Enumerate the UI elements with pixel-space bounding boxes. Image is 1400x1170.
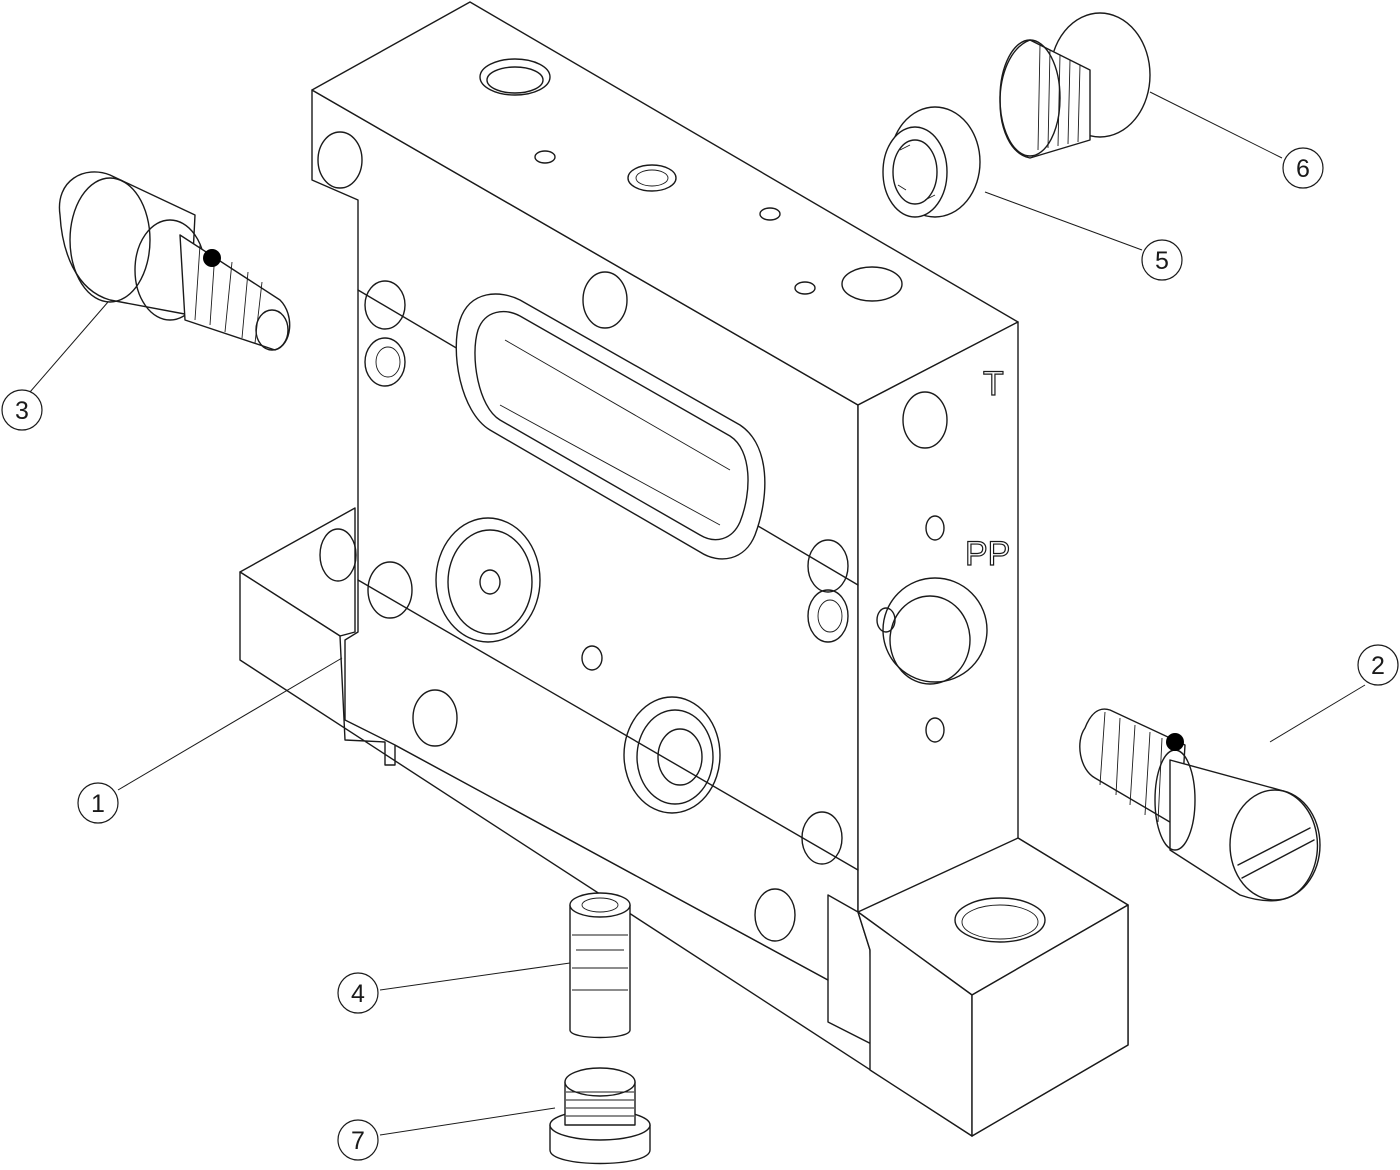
callout-5-label: 5 bbox=[1155, 247, 1169, 275]
top-small-hole-2 bbox=[759, 207, 781, 221]
leader-6 bbox=[1149, 91, 1283, 159]
fitting-5-bore bbox=[892, 139, 938, 205]
pin-4-body bbox=[569, 904, 631, 1039]
callout-1-label: 1 bbox=[91, 790, 105, 818]
plug-6-threads bbox=[1037, 44, 1081, 151]
cartridge-3-marker-dot bbox=[203, 249, 221, 267]
cartridge-3-body bbox=[58, 171, 196, 316]
cartridge-2-end bbox=[1229, 789, 1321, 901]
port-label-pp: PP bbox=[965, 535, 1010, 573]
callout-4-label: 4 bbox=[351, 980, 365, 1008]
part-1-manifold-body: T PP bbox=[239, 1, 1129, 1137]
port-label-t: T bbox=[983, 365, 1004, 403]
front-port-large-2 bbox=[623, 696, 721, 814]
part-6-plug bbox=[999, 12, 1151, 159]
side-hole-upper bbox=[902, 391, 948, 449]
cartridge-3-rings bbox=[194, 244, 263, 344]
front-small-hole bbox=[581, 645, 603, 671]
side-port-pp bbox=[882, 577, 988, 683]
front-hole-right-2-inner bbox=[817, 599, 843, 633]
callout-7-label: 7 bbox=[351, 1127, 365, 1155]
part-5-fitting bbox=[882, 106, 981, 218]
callout-4: 4 bbox=[337, 972, 379, 1014]
pin-4-top-bore bbox=[581, 897, 619, 913]
front-port-large-2-ring bbox=[636, 709, 714, 805]
callout-2-label: 2 bbox=[1371, 652, 1385, 680]
callout-2: 2 bbox=[1357, 644, 1399, 686]
front-port-large-1 bbox=[435, 517, 541, 643]
top-port-hole-3 bbox=[841, 266, 903, 302]
callout-6-label: 6 bbox=[1296, 155, 1310, 183]
front-port-large-1-ring bbox=[447, 529, 533, 635]
top-port-hole-2 bbox=[627, 164, 677, 192]
front-hole-lower-left bbox=[367, 561, 413, 619]
right-foot-side bbox=[971, 904, 1129, 1137]
front-port-large-1-center bbox=[479, 569, 501, 595]
top-port-hole-2-inner bbox=[635, 169, 669, 187]
part-2-cartridge-valve bbox=[1079, 708, 1321, 902]
side-port-pp-inner bbox=[889, 595, 971, 685]
body-parting-line-lower bbox=[357, 579, 859, 871]
right-foot-front bbox=[857, 911, 973, 1137]
leader-4 bbox=[379, 962, 571, 991]
side-small-hole-3 bbox=[925, 717, 945, 743]
leader-7 bbox=[379, 1107, 556, 1136]
front-hole-bottom-left bbox=[412, 689, 458, 747]
front-hole-bottom-right bbox=[801, 811, 843, 865]
cartridge-2-marker-dot bbox=[1166, 733, 1184, 751]
front-hole-top-middle bbox=[582, 271, 628, 329]
front-slot-inner bbox=[474, 310, 749, 541]
leader-5 bbox=[984, 191, 1143, 251]
front-hole-left-2 bbox=[364, 337, 406, 387]
foot-hole-inner bbox=[961, 904, 1039, 940]
front-hole-left-1 bbox=[364, 280, 406, 330]
leader-3 bbox=[29, 301, 109, 393]
front-hole-bottom-center bbox=[754, 888, 796, 942]
part-7-plug bbox=[549, 1067, 651, 1165]
plug-6-face bbox=[999, 39, 1061, 157]
front-hole-upper-left bbox=[317, 131, 363, 189]
fitting-5-notches bbox=[897, 144, 936, 201]
callout-3: 3 bbox=[1, 389, 43, 431]
side-small-hole-1 bbox=[925, 515, 945, 541]
foot-mounting-hole bbox=[954, 897, 1046, 943]
pin-4-top bbox=[569, 892, 631, 918]
front-slot-outer bbox=[455, 293, 766, 560]
top-small-hole-3 bbox=[794, 281, 816, 295]
front-hole-flange bbox=[319, 528, 357, 582]
part-4-pin bbox=[569, 892, 631, 1039]
plug-7-top bbox=[564, 1067, 636, 1097]
cartridge-3-tip bbox=[255, 309, 289, 351]
cartridge-3-end bbox=[69, 177, 151, 303]
plug-7-threads bbox=[566, 1091, 634, 1117]
cartridge-2-body bbox=[1169, 759, 1319, 902]
callout-7: 7 bbox=[337, 1119, 379, 1161]
leader-lines bbox=[29, 91, 1366, 1136]
front-hole-right-1 bbox=[807, 539, 849, 593]
top-port-hole-1 bbox=[479, 58, 551, 96]
side-small-hole-2 bbox=[876, 607, 896, 633]
top-small-hole-1 bbox=[534, 150, 556, 164]
cartridge-2-slot bbox=[1237, 827, 1315, 879]
front-hole-left-2-inner bbox=[375, 346, 401, 378]
part-3-cartridge-valve bbox=[58, 171, 291, 351]
top-port-hole-1-inner bbox=[486, 66, 544, 94]
callout-5: 5 bbox=[1141, 239, 1183, 281]
callout-1: 1 bbox=[77, 782, 119, 824]
leader-2 bbox=[1269, 684, 1366, 743]
leader-1 bbox=[117, 657, 343, 791]
callout-3-label: 3 bbox=[15, 397, 29, 425]
front-port-large-2-center bbox=[657, 728, 703, 786]
front-slot-depth bbox=[499, 339, 731, 526]
front-hole-right-2 bbox=[807, 589, 849, 643]
callout-6: 6 bbox=[1282, 147, 1324, 189]
pin-4-grooves bbox=[572, 934, 628, 991]
cartridge-2-rings bbox=[1099, 711, 1163, 823]
